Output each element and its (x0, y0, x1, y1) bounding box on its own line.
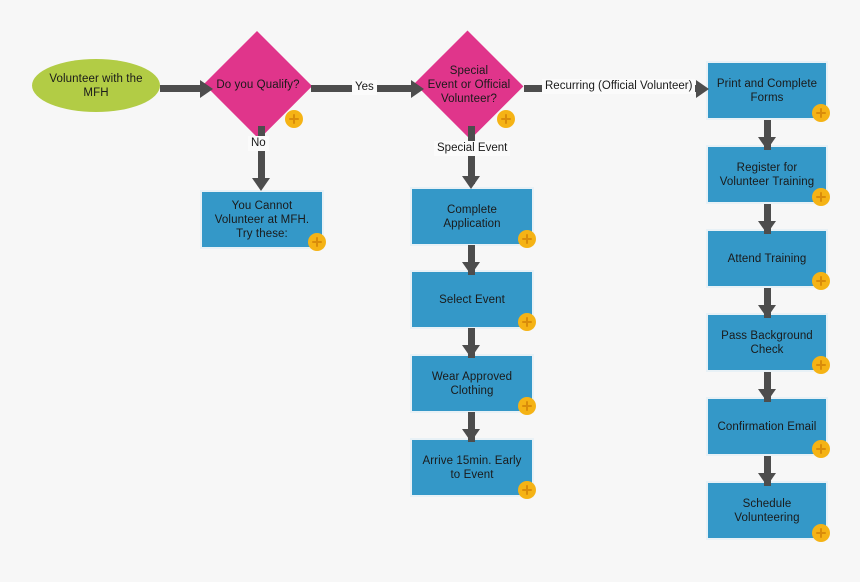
node-cannot-volunteer[interactable]: You Cannot Volunteer at MFH. Try these: (200, 190, 326, 251)
arrow-start-to-qualify (200, 80, 213, 98)
node-do-you-qualify-label: Do you Qualify? (216, 79, 300, 91)
expand-plus-icon[interactable] (812, 272, 830, 290)
connector-background-to-confirmation (764, 372, 771, 402)
connector-register-to-attend (764, 204, 771, 234)
node-confirmation-email[interactable]: Confirmation Email (706, 397, 830, 458)
expand-plus-icon[interactable] (497, 110, 515, 128)
node-confirmation-email-label: Confirmation Email (717, 420, 817, 433)
connector-qualify-to-cannot (258, 126, 265, 184)
node-complete-application-label: Complete Application (443, 203, 501, 230)
node-schedule-volunteering-label: Schedule Volunteering (734, 497, 800, 524)
expand-plus-icon[interactable] (518, 397, 536, 415)
expand-plus-icon[interactable] (812, 356, 830, 374)
node-arrive-early[interactable]: Arrive 15min. Early to Event (410, 438, 536, 499)
arrow-background-to-confirmation (758, 389, 776, 402)
node-schedule-volunteering[interactable]: Schedule Volunteering (706, 481, 830, 542)
edge-label-recurring: Recurring (Official Volunteer) (542, 79, 696, 94)
node-select-event-label: Select Event (439, 293, 505, 306)
node-complete-application[interactable]: Complete Application (410, 187, 536, 248)
arrow-confirmation-to-schedule (758, 473, 776, 486)
arrow-qualify-to-cannot (252, 178, 270, 191)
edge-label-special-event: Special Event (434, 141, 511, 156)
expand-plus-icon[interactable] (518, 230, 536, 248)
expand-plus-icon[interactable] (812, 524, 830, 542)
node-arrive-early-label: Arrive 15min. Early to Event (422, 454, 522, 481)
arrow-select-to-clothing (462, 345, 480, 358)
expand-plus-icon[interactable] (518, 313, 536, 331)
node-register-training-label: Register for Volunteer Training (719, 161, 815, 188)
arrow-print-to-register (758, 137, 776, 150)
node-special-event-or-official-label: Special Event or Official Volunteer? (427, 65, 511, 105)
node-print-forms-label: Print and Complete Forms (716, 77, 818, 104)
connector-start-to-qualify (160, 85, 204, 92)
arrow-event-to-application (462, 176, 480, 189)
node-pass-background-check[interactable]: Pass Background Check (706, 313, 830, 374)
node-wear-approved-clothing[interactable]: Wear Approved Clothing (410, 354, 536, 415)
node-register-training[interactable]: Register for Volunteer Training (706, 145, 830, 206)
node-cannot-volunteer-label: You Cannot Volunteer at MFH. Try these: (214, 199, 310, 240)
node-pass-background-check-label: Pass Background Check (721, 329, 813, 356)
expand-plus-icon[interactable] (812, 188, 830, 206)
arrow-event-to-print-forms (696, 80, 709, 98)
connector-select-to-clothing (468, 328, 475, 358)
node-wear-approved-clothing-label: Wear Approved Clothing (431, 370, 513, 397)
arrow-register-to-attend (758, 221, 776, 234)
expand-plus-icon[interactable] (812, 104, 830, 122)
node-attend-training[interactable]: Attend Training (706, 229, 830, 290)
node-do-you-qualify[interactable]: Do you Qualify? (203, 31, 313, 139)
expand-plus-icon[interactable] (308, 233, 326, 251)
arrow-attend-to-background (758, 305, 776, 318)
arrow-qualify-to-event (411, 80, 424, 98)
edge-label-no: No (248, 136, 269, 151)
node-special-event-or-official[interactable]: Special Event or Official Volunteer? (413, 30, 525, 140)
connector-print-to-register (764, 120, 771, 150)
expand-plus-icon[interactable] (518, 481, 536, 499)
expand-plus-icon[interactable] (285, 110, 303, 128)
node-start-label: Volunteer with the MFH (49, 72, 143, 99)
connector-clothing-to-arrive (468, 412, 475, 442)
arrow-application-to-select (462, 262, 480, 275)
connector-application-to-select (468, 245, 475, 275)
node-attend-training-label: Attend Training (727, 252, 807, 265)
connector-attend-to-background (764, 288, 771, 318)
expand-plus-icon[interactable] (812, 440, 830, 458)
node-start[interactable]: Volunteer with the MFH (32, 59, 160, 112)
arrow-clothing-to-arrive (462, 429, 480, 442)
connector-confirmation-to-schedule (764, 456, 771, 486)
edge-label-yes: Yes (352, 80, 377, 95)
node-select-event[interactable]: Select Event (410, 270, 536, 331)
node-print-forms[interactable]: Print and Complete Forms (706, 61, 830, 122)
